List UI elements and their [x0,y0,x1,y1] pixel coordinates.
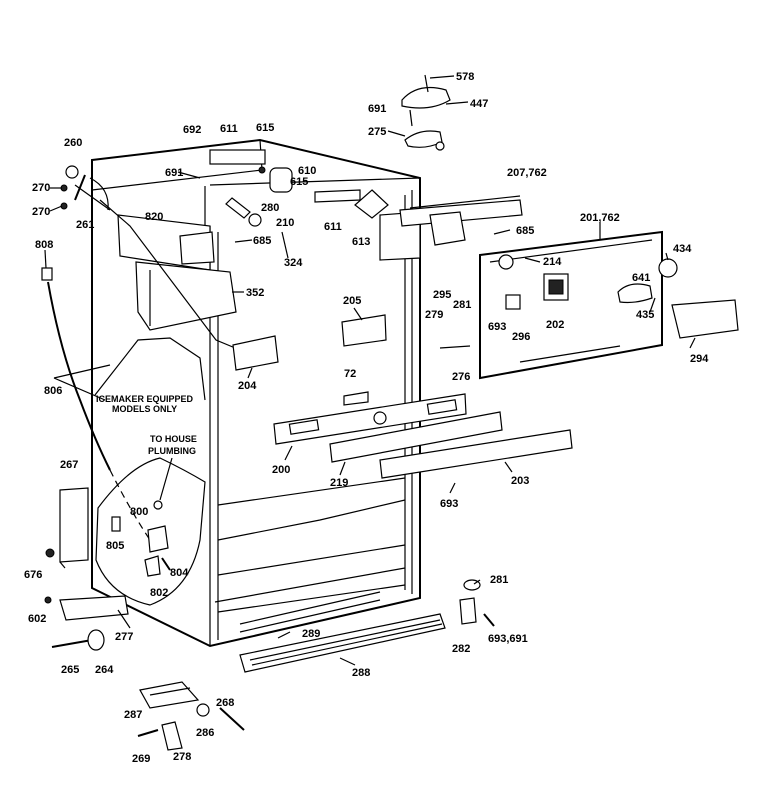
label-610: 610 [298,165,316,177]
fan-motor [354,189,523,261]
shelf-supports [232,314,387,406]
icemaker-assembly [60,165,241,351]
label-261: 261 [76,219,94,231]
label-268: 268 [216,697,234,709]
label-808: 808 [35,239,53,251]
label-201-762: 201,762 [580,212,620,224]
label-804: 804 [170,567,189,579]
label-691b: 691 [165,167,183,179]
label-615a: 615 [256,122,274,134]
label-820: 820 [145,211,163,223]
label-613: 613 [352,236,370,248]
label-204: 204 [238,380,257,392]
label-270a: 270 [32,182,50,194]
leveling-bracket [44,548,129,621]
water-valve [111,500,171,577]
control-panel [479,230,678,380]
label-295: 295 [433,289,451,301]
label-693-691: 693,691 [488,633,528,645]
label-676: 676 [24,569,42,581]
leader-lines [44,75,696,666]
label-802: 802 [150,587,168,599]
label-202: 202 [546,319,564,331]
label-278: 278 [173,751,191,763]
label-447: 447 [470,98,488,110]
notes: ICEMAKER EQUIPPED MODELS ONLY TO HOUSE P… [96,394,197,501]
label-693a: 693 [488,321,506,333]
label-260: 260 [64,137,82,149]
label-691a: 691 [368,103,386,115]
label-269: 269 [132,753,150,765]
label-685b: 685 [516,225,534,237]
label-277: 277 [115,631,133,643]
label-294: 294 [690,353,709,365]
label-288: 288 [352,667,370,679]
label-280: 280 [261,202,279,214]
label-267: 267 [60,459,78,471]
label-72: 72 [344,368,356,380]
label-264: 264 [95,664,114,676]
label-806: 806 [44,385,62,397]
label-270b: 270 [32,206,50,218]
label-275: 275 [368,126,386,138]
icemaker-note-line2: MODELS ONLY [112,404,177,414]
toe-grille [239,613,446,673]
part-labels: 578 447 691 275 692 611 615 260 691 610 … [24,71,709,765]
label-578: 578 [456,71,474,83]
label-692: 692 [183,124,201,136]
label-324: 324 [284,257,303,269]
shelf-rails [273,393,573,479]
label-800: 800 [130,506,148,518]
side-panel [59,487,89,563]
label-203: 203 [511,475,529,487]
label-286: 286 [196,727,214,739]
label-200: 200 [272,464,290,476]
label-685a: 685 [253,235,271,247]
light-shield [671,299,739,339]
label-219: 219 [330,477,348,489]
label-265: 265 [61,664,79,676]
label-281a: 281 [453,299,471,311]
roller [51,629,105,651]
label-805: 805 [106,540,124,552]
label-289: 289 [302,628,320,640]
icemaker-region [94,337,206,606]
bottom-parts [137,681,245,751]
top-hinge-cover [401,74,451,151]
label-281b: 281 [490,574,508,586]
label-282: 282 [452,643,470,655]
label-641: 641 [632,272,650,284]
top-controls [209,149,361,227]
label-434: 434 [673,243,692,255]
label-615b: 615 [290,176,308,188]
label-205: 205 [343,295,361,307]
icemaker-note-line1: ICEMAKER EQUIPPED [96,394,194,404]
label-296: 296 [512,331,530,343]
bottom-hinge [459,579,495,627]
label-207-762: 207,762 [507,167,547,179]
label-214: 214 [543,256,562,268]
label-279: 279 [425,309,443,321]
water-line [41,267,151,541]
plumbing-note-line1: TO HOUSE [150,434,197,444]
label-611b: 611 [324,221,342,233]
label-287: 287 [124,709,142,721]
label-602: 602 [28,613,46,625]
label-210: 210 [276,217,294,229]
label-352: 352 [246,287,264,299]
plumbing-note-line2: PLUMBING [148,446,196,456]
label-611a: 611 [220,123,238,135]
label-693b: 693 [440,498,458,510]
label-435: 435 [636,309,654,321]
label-276: 276 [452,371,470,383]
